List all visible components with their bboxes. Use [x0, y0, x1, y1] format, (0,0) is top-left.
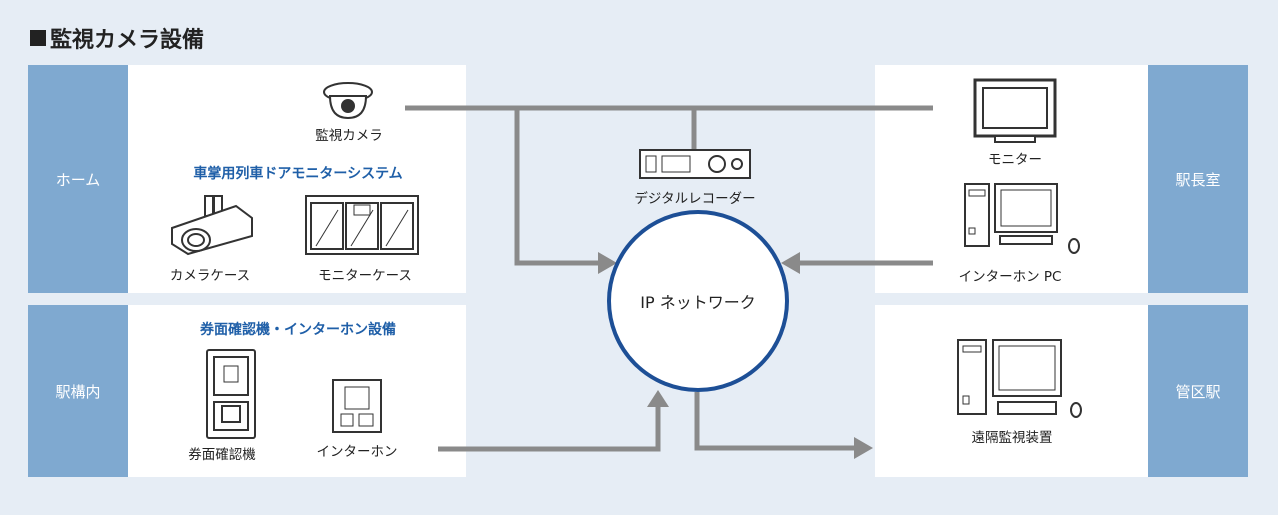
recorder-label: デジタルレコーダー	[634, 191, 756, 207]
arrow-up-icon	[647, 390, 669, 407]
camera-case-label: カメラケース	[169, 268, 251, 284]
side-label-home: ホーム	[28, 65, 128, 293]
intercom-pc-label: インターホン PC	[958, 269, 1062, 285]
dome-camera-label: 監視カメラ	[315, 128, 383, 144]
arrow-left-icon	[781, 252, 800, 274]
side-label-inside: 駅構内	[28, 305, 128, 477]
title-text: 監視カメラ設備	[50, 28, 205, 53]
camera-to-network-line	[514, 108, 600, 266]
side-label-control: 管区駅	[1148, 305, 1248, 477]
arrow-right-icon	[854, 437, 873, 459]
intercom-label: インターホン	[316, 444, 398, 460]
monitor-system-heading: 車掌用列車ドアモニターシステム	[193, 166, 403, 182]
monitor-case-label: モニターケース	[318, 268, 412, 284]
remote-monitoring-label: 遠隔監視装置	[971, 430, 1053, 446]
arrow-right-icon	[598, 252, 617, 274]
ip-network-node: IP ネットワーク	[607, 210, 789, 392]
inside-panel	[128, 305, 466, 477]
title-square-icon	[30, 30, 46, 46]
page-title: 監視カメラ設備	[30, 22, 204, 54]
side-label-office: 駅長室	[1148, 65, 1248, 293]
ticket-checker-label: 券面確認機	[188, 447, 256, 463]
inside-heading: 券面確認機・インターホン設備	[200, 322, 396, 338]
monitor-label: モニター	[988, 152, 1042, 168]
network-to-remote-line	[694, 392, 856, 451]
intercom-to-network-line	[438, 405, 661, 452]
